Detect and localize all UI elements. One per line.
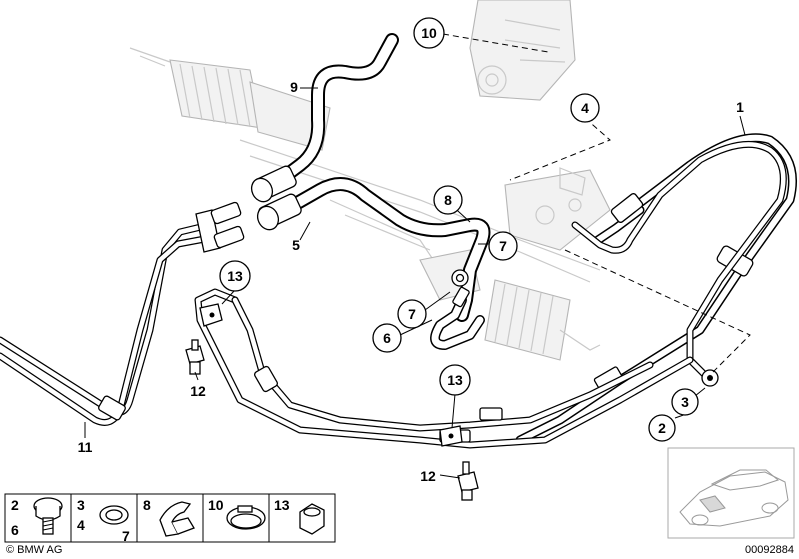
callout-label: 12 (190, 383, 206, 399)
banjo-bolt-icon (33, 497, 63, 535)
callout-9: 9 (290, 79, 298, 95)
legend-label: 8 (143, 497, 151, 513)
callout-12-left: 12 (190, 383, 206, 399)
legend-label: 13 (274, 497, 290, 513)
rack-boot-upper (169, 59, 263, 129)
legend-label: 3 (77, 497, 85, 513)
callout-12-lower: 12 (420, 468, 436, 484)
hose-clamp-icon (226, 505, 266, 530)
callout-label: 7 (499, 238, 507, 254)
callout-1: 1 (736, 99, 744, 115)
lower-lines (194, 288, 694, 449)
callout-10: 10 (413, 17, 445, 49)
legend-label: 10 (208, 497, 224, 513)
hose-lines (0, 33, 797, 501)
callout-label: 13 (227, 268, 243, 284)
return-line (571, 140, 787, 387)
clip-icon (159, 501, 195, 537)
callout-7a: 7 (488, 231, 518, 261)
callout-label: 1 (736, 99, 744, 115)
callout-7b: 7 (397, 299, 427, 329)
diagram-number: 00092884 (745, 544, 794, 556)
copyright-text: © BMW AG (6, 544, 62, 556)
legend-label: 7 (122, 528, 130, 544)
bolt-12-lower (457, 461, 479, 501)
callout-11: 11 (78, 439, 93, 455)
cooler-line-11 (0, 201, 245, 426)
callout-8: 8 (433, 185, 463, 215)
callout-2: 2 (648, 414, 676, 442)
callout-label: 6 (383, 330, 391, 346)
callout-label: 4 (581, 100, 589, 116)
callout-4: 4 (570, 93, 600, 123)
callout-5: 5 (292, 237, 300, 253)
sealing-ring-icon (99, 505, 129, 525)
ghost-components (129, 0, 611, 361)
callout-label: 7 (408, 306, 416, 322)
callout-label: 13 (447, 372, 463, 388)
vehicle-thumbnail (667, 447, 795, 539)
callout-label: 2 (658, 420, 666, 436)
bracket-13-lower (439, 425, 463, 447)
bolt-12-left (185, 339, 205, 375)
callout-label: 11 (78, 439, 93, 455)
clip-nut-icon (299, 503, 325, 535)
callout-label: 10 (421, 25, 437, 41)
car-icon (679, 469, 789, 527)
legend-label: 2 (11, 497, 19, 513)
callout-13-left: 13 (219, 260, 251, 292)
hose-9 (250, 33, 399, 203)
callout-label: 5 (292, 237, 300, 253)
legend-label: 6 (11, 522, 19, 538)
callout-label: 8 (444, 192, 452, 208)
callout-3: 3 (671, 388, 699, 416)
rack-boot-lower (484, 279, 601, 361)
callout-6: 6 (372, 323, 402, 353)
callout-13-lower: 13 (439, 364, 471, 396)
callout-label: 3 (681, 394, 689, 410)
callout-label: 12 (420, 468, 436, 484)
power-steering-pump (469, 0, 576, 101)
callout-label: 9 (290, 79, 298, 95)
small-parts-legend: 2 6 3 4 7 8 10 13 (4, 493, 336, 544)
leader-lines (84, 33, 751, 479)
legend-label: 4 (77, 517, 85, 533)
hose-5-8 (256, 177, 491, 350)
